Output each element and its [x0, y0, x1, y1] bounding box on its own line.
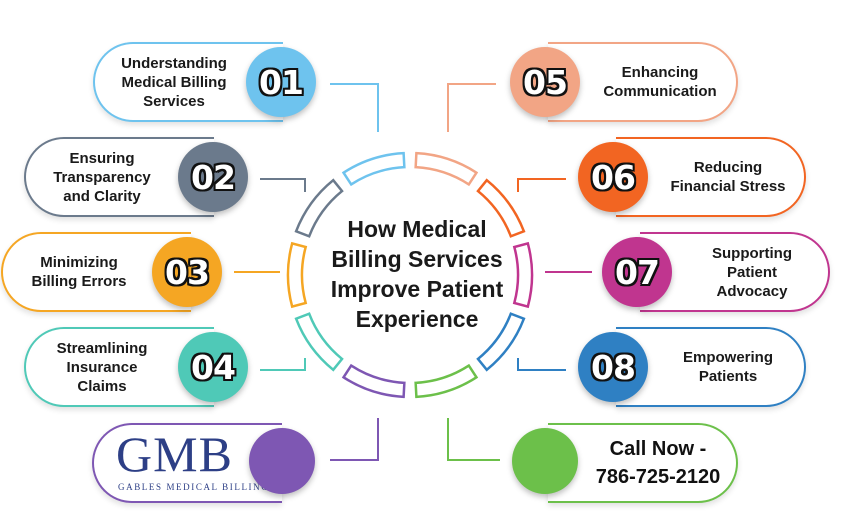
item-label-2: Ensuring Transparency and Clarity — [53, 149, 151, 205]
ring-segment-8 — [286, 241, 308, 309]
logo-subtitle: GABLES MEDICAL BILLING — [118, 482, 270, 492]
cta-pill[interactable] — [548, 423, 738, 503]
item-label-6: Reducing Financial Stress — [670, 159, 786, 195]
logo-pill — [92, 423, 282, 503]
connector-line-4 — [260, 358, 306, 371]
connector-lines — [234, 83, 592, 461]
item-label-1: Understanding Medical Billing Services — [121, 54, 227, 110]
item-number-8: 08 — [578, 332, 648, 402]
connector-line-2 — [260, 178, 306, 192]
ring-segment-5 — [414, 363, 479, 399]
logo-wordmark: GMB — [116, 426, 233, 482]
connector-line-10 — [447, 418, 500, 461]
call-now-text[interactable]: Call Now - 786-725-2120 — [595, 438, 721, 488]
center-title: How Medical Billing Services Improve Pat… — [330, 216, 504, 332]
center-disc — [310, 175, 510, 375]
logo-circle — [249, 428, 315, 494]
item-label-5: Enhancing Communication — [603, 64, 717, 100]
ring-segment-7 — [294, 312, 344, 372]
ring-segment-2 — [476, 178, 526, 238]
item-number-4: 04 — [178, 332, 248, 402]
ring-segment-10 — [341, 151, 406, 187]
ring-segment-9 — [294, 178, 344, 238]
cta-circle — [512, 428, 578, 494]
ring-segment-1 — [414, 151, 479, 187]
item-label-3: Minimizing Billing Errors — [31, 254, 127, 290]
item-number-1: 01 — [246, 47, 316, 117]
connector-line-5 — [330, 418, 379, 461]
ring-segment-3 — [512, 241, 534, 309]
connector-line-9 — [517, 358, 566, 371]
connector-line-6 — [447, 83, 496, 132]
item-label-4: Streamlining Insurance Claims — [56, 339, 148, 395]
connector-line-1 — [330, 83, 379, 132]
ring-segment-4 — [476, 312, 526, 372]
item-number-5: 05 — [510, 47, 580, 117]
item-label-7: Supporting Patient Advocacy — [712, 244, 792, 300]
item-number-6: 06 — [578, 142, 648, 212]
item-label-8: Empowering Patients — [682, 349, 773, 385]
ring-segment-6 — [341, 363, 406, 399]
item-number-2: 02 — [178, 142, 248, 212]
center-ring — [286, 151, 534, 399]
item-number-7: 07 — [602, 237, 672, 307]
item-number-3: 03 — [152, 237, 222, 307]
connector-line-7 — [517, 178, 566, 192]
